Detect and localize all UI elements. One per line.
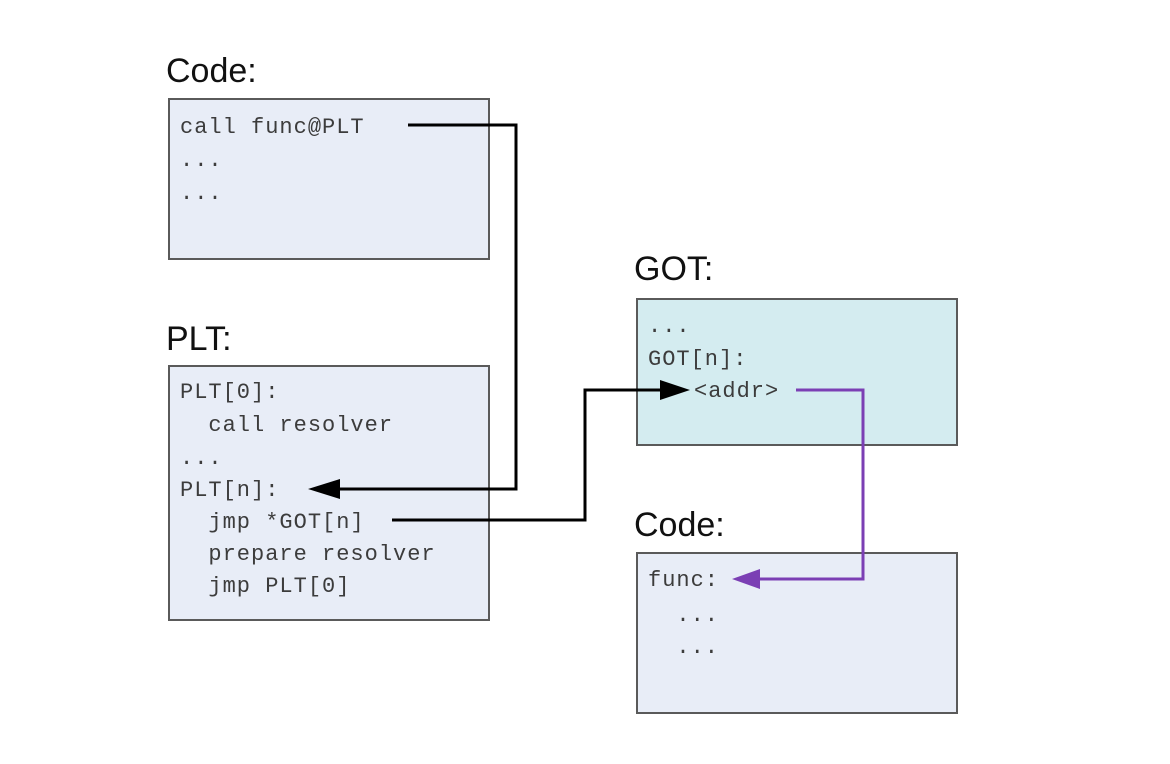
plt-line-jmp-got: jmp *GOT[n]: [180, 510, 365, 535]
plt-line-prepare-resolver: prepare resolver: [180, 542, 436, 567]
code-top-line-ellipsis: ...: [180, 148, 223, 173]
got-line-addr: <addr>: [694, 379, 780, 404]
got-line-ellipsis: ...: [648, 314, 691, 339]
got-title: GOT:: [634, 250, 714, 288]
arrowhead-got-entry: [660, 380, 690, 400]
code-top-line-ellipsis: ...: [180, 181, 223, 206]
code-top-line-call: call func@PLT: [180, 115, 365, 140]
plt-line-jmp-plt0: jmp PLT[0]: [180, 574, 351, 599]
got-box: [636, 298, 958, 446]
got-line-gotn: GOT[n]:: [648, 347, 748, 372]
arrow-jmp-to-got-entry: [392, 388, 660, 522]
code-bottom-line-func: func:: [648, 568, 720, 593]
arrow-got-to-func: [760, 388, 865, 581]
code-bottom-line-ellipsis: ...: [648, 635, 720, 660]
arrowhead-plt-entry: [308, 479, 340, 499]
plt-line-ellipsis: ...: [180, 446, 223, 471]
code-top-title: Code:: [166, 52, 257, 90]
plt-line-call-resolver: call resolver: [180, 413, 394, 438]
arrowhead-func: [732, 569, 760, 589]
plt-line-plt0: PLT[0]:: [180, 380, 280, 405]
plt-title: PLT:: [166, 320, 232, 358]
code-bottom-line-ellipsis: ...: [648, 603, 720, 628]
code-bottom-title: Code:: [634, 506, 725, 544]
plt-line-pltn: PLT[n]:: [180, 478, 280, 503]
arrow-call-to-plt-entry: [340, 123, 518, 491]
